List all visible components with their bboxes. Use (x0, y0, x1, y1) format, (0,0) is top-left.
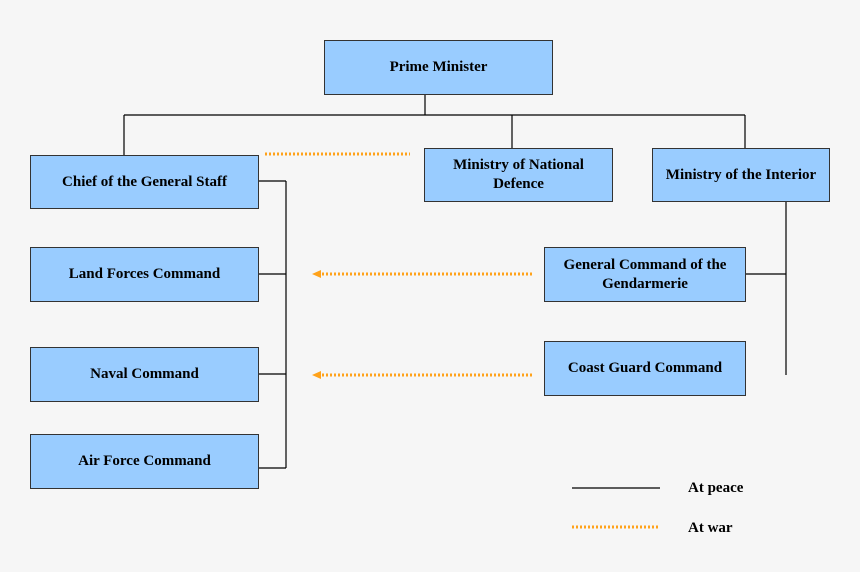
ministry-interior-box: Ministry of the Interior (652, 148, 830, 202)
air-force-command-box: Air Force Command (30, 434, 259, 489)
legend-war-label: At war (688, 520, 733, 536)
chief-general-staff-box: Chief of the General Staff (30, 155, 259, 209)
naval-command-box: Naval Command (30, 347, 259, 402)
gendarmerie-command-box: General Command of the Gendarmerie (544, 247, 746, 302)
prime-minister-box: Prime Minister (324, 40, 553, 95)
legend-peace-label: At peace (688, 480, 744, 496)
ministry-national-defence-box: Ministry of National Defence (424, 148, 613, 202)
land-forces-command-box: Land Forces Command (30, 247, 259, 302)
war-arrowhead-naval (312, 371, 321, 379)
war-arrowhead-land (312, 270, 321, 278)
coast-guard-command-box: Coast Guard Command (544, 341, 746, 396)
